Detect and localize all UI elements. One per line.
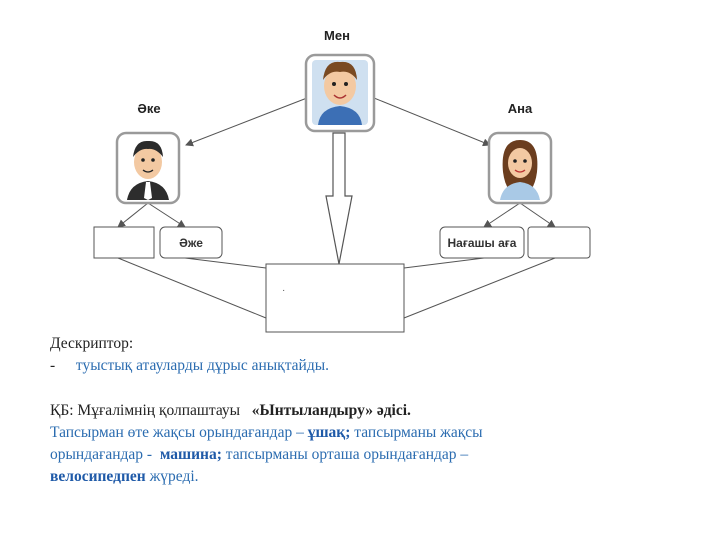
assessment-line-4: велосипедпен жүреді. [50, 466, 690, 488]
father-portrait [115, 131, 181, 205]
me-to-father-line [185, 97, 308, 147]
assessment-line-3: орындағандар - машина; тапсырманы орташа… [50, 444, 690, 466]
father-face [134, 145, 162, 179]
mother-portrait [487, 131, 553, 205]
connectors [117, 97, 556, 319]
center-box-mark: · [282, 285, 285, 296]
assessment-block: ҚБ: Мұғалімнің қолпаштауы «Ынтыландыру» … [50, 400, 690, 488]
descriptor-title: Дескриптор: [50, 335, 134, 352]
uncle-box [439, 226, 525, 259]
center-answer-box [265, 263, 405, 333]
uncle-to-center-line [403, 257, 485, 269]
grandmother-to-center-line [184, 257, 267, 269]
descriptor-bullet: - [50, 357, 56, 374]
box1-to-center-line [117, 257, 267, 319]
line2-end: тапсырманы жақсы [354, 424, 483, 441]
grandmother-box [159, 226, 223, 259]
assessment-prefix: ҚБ: Мұғалімнің қолпаштауы [50, 402, 241, 419]
descriptor-item-text: туыстық атауларды дұрыс анықтайды. [75, 357, 330, 374]
me-to-mother-line [373, 97, 491, 147]
mother-to-uncle-line [483, 202, 521, 228]
grandmother-box-label: Әже [179, 236, 203, 250]
assessment-line-1: ҚБ: Мұғалімнің қолпаштауы «Ынтыландыру» … [50, 400, 690, 422]
assessment-line-2: Тапсырман өте жақсы орындағандар – ұшақ;… [50, 422, 690, 444]
mother-top [500, 182, 540, 200]
line2-start: Тапсырман өте жақсы орындағандар – [50, 424, 304, 441]
me-shirt [318, 106, 362, 125]
descriptor-block: Дескриптор: - туыстық атауларды дұрыс ан… [50, 333, 690, 377]
father-to-box1-line [117, 202, 149, 228]
line3-start: орындағандар - [50, 446, 153, 463]
line4-bold: велосипедпен [50, 468, 146, 485]
father-hair [133, 140, 163, 157]
father-label: Әке [137, 101, 160, 116]
me-hair [323, 61, 357, 80]
line4-end: жүреді. [149, 468, 199, 485]
father-to-grandmother-line [147, 202, 186, 228]
mother-to-box4-line [519, 202, 556, 228]
down-arrow [325, 132, 353, 265]
line2-bold: ұшақ; [307, 424, 351, 441]
me-label: Мен [324, 28, 350, 43]
uncle-box-label: Нағашы аға [448, 236, 517, 250]
me-portrait [304, 53, 376, 133]
family-tree-diagram: Мен Әке Ана [93, 28, 591, 333]
mother-label: Ана [508, 101, 533, 116]
relative-box-1 [93, 226, 155, 259]
line3-end: тапсырманы орташа орындағандар – [225, 446, 469, 463]
line3-bold: машина; [159, 446, 222, 463]
assessment-method: «Ынтыландыру» әдісі. [251, 402, 411, 419]
box4-to-center-line [403, 257, 556, 319]
descriptor-item: - туыстық атауларды дұрыс анықтайды. [50, 355, 690, 377]
me-face [324, 67, 356, 105]
relative-box-4 [527, 226, 591, 259]
mother-face [508, 148, 532, 178]
